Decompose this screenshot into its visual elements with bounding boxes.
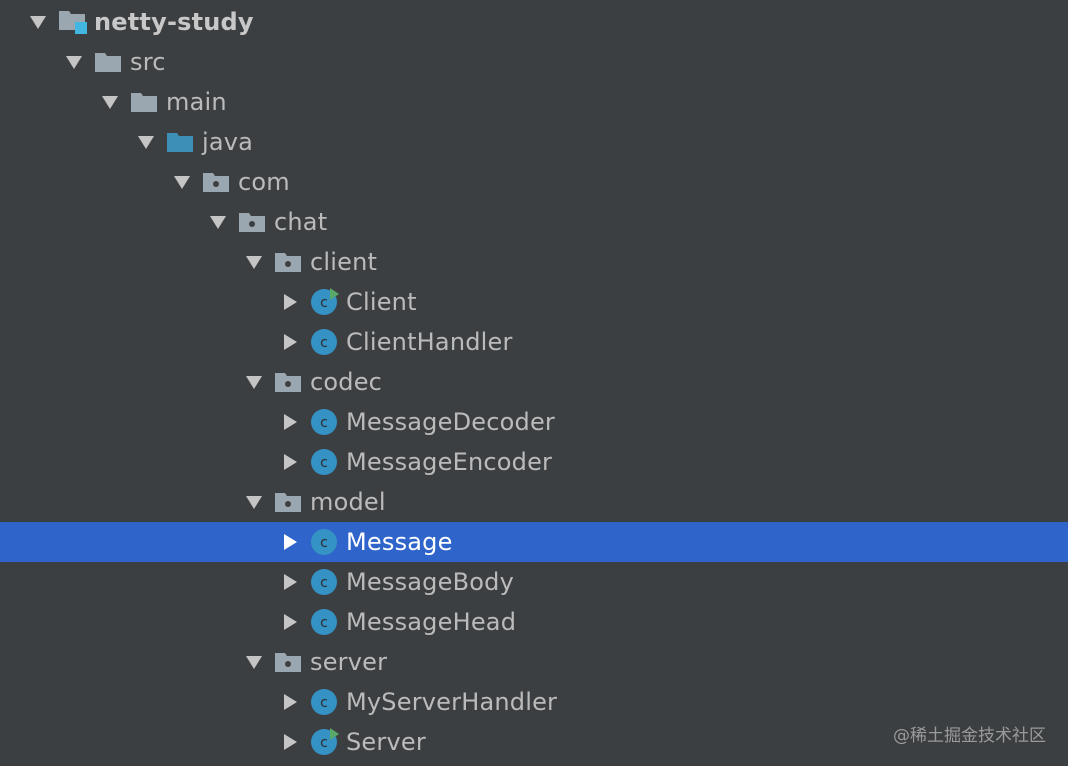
module-folder-icon bbox=[58, 7, 88, 37]
class-icon: c bbox=[310, 567, 340, 597]
svg-text:c: c bbox=[320, 295, 328, 311]
svg-text:c: c bbox=[320, 575, 328, 591]
package-icon bbox=[202, 167, 232, 197]
svg-text:c: c bbox=[320, 735, 328, 751]
package-icon bbox=[238, 207, 268, 237]
tree-row-client[interactable]: c Client bbox=[0, 282, 1068, 322]
class-icon: c bbox=[310, 447, 340, 477]
tree-row-chat[interactable]: chat bbox=[0, 202, 1068, 242]
class-icon: c bbox=[310, 687, 340, 717]
tree-row-myserverhandler[interactable]: c MyServerHandler bbox=[0, 682, 1068, 722]
expand-arrow-right-icon[interactable] bbox=[280, 532, 300, 552]
tree-row-label: Message bbox=[346, 528, 453, 556]
tree-row-java[interactable]: java bbox=[0, 122, 1068, 162]
svg-text:c: c bbox=[320, 695, 328, 711]
tree-row-clienthandler[interactable]: c ClientHandler bbox=[0, 322, 1068, 362]
tree-row-message[interactable]: c Message bbox=[0, 522, 1068, 562]
expand-arrow-right-icon[interactable] bbox=[280, 452, 300, 472]
expand-arrow-right-icon[interactable] bbox=[280, 732, 300, 752]
expand-arrow-down-icon[interactable] bbox=[244, 252, 264, 272]
package-icon bbox=[274, 367, 304, 397]
tree-row-label: main bbox=[166, 88, 227, 116]
svg-text:c: c bbox=[320, 415, 328, 431]
expand-arrow-down-icon[interactable] bbox=[244, 492, 264, 512]
runnable-class-icon: c bbox=[310, 727, 340, 757]
tree-row-src[interactable]: src bbox=[0, 42, 1068, 82]
expand-arrow-down-icon[interactable] bbox=[100, 92, 120, 112]
tree-row-netty-study[interactable]: netty-study bbox=[0, 2, 1068, 42]
tree-row-messagebody[interactable]: c MessageBody bbox=[0, 562, 1068, 602]
svg-text:c: c bbox=[320, 335, 328, 351]
class-icon: c bbox=[310, 327, 340, 357]
tree-row-main[interactable]: main bbox=[0, 82, 1068, 122]
package-icon bbox=[274, 647, 304, 677]
tree-row-label: MessageDecoder bbox=[346, 408, 555, 436]
tree-row-messagehead[interactable]: c MessageHead bbox=[0, 602, 1068, 642]
expand-arrow-down-icon[interactable] bbox=[28, 12, 48, 32]
runnable-class-icon: c bbox=[310, 287, 340, 317]
tree-row-label: MyServerHandler bbox=[346, 688, 558, 716]
class-icon: c bbox=[310, 407, 340, 437]
class-icon: c bbox=[310, 607, 340, 637]
source-root-folder-icon bbox=[166, 127, 196, 157]
expand-arrow-right-icon[interactable] bbox=[280, 572, 300, 592]
expand-arrow-down-icon[interactable] bbox=[208, 212, 228, 232]
tree-row-label: MessageEncoder bbox=[346, 448, 553, 476]
expand-arrow-right-icon[interactable] bbox=[280, 292, 300, 312]
tree-row-label: ClientHandler bbox=[346, 328, 513, 356]
class-icon: c bbox=[310, 527, 340, 557]
folder-icon bbox=[130, 87, 160, 117]
expand-arrow-down-icon[interactable] bbox=[172, 172, 192, 192]
folder-icon bbox=[94, 47, 124, 77]
expand-arrow-down-icon[interactable] bbox=[136, 132, 156, 152]
tree-row-label: com bbox=[238, 168, 290, 196]
expand-arrow-down-icon[interactable] bbox=[64, 52, 84, 72]
tree-row-com[interactable]: com bbox=[0, 162, 1068, 202]
package-icon bbox=[274, 247, 304, 277]
tree-row-server[interactable]: server bbox=[0, 642, 1068, 682]
tree-row-label: chat bbox=[274, 208, 328, 236]
tree-row-label: Server bbox=[346, 728, 426, 756]
tree-row-messagedecoder[interactable]: c MessageDecoder bbox=[0, 402, 1068, 442]
svg-text:c: c bbox=[320, 455, 328, 471]
package-icon bbox=[274, 487, 304, 517]
expand-arrow-down-icon[interactable] bbox=[244, 372, 264, 392]
tree-row-label: Client bbox=[346, 288, 417, 316]
svg-text:c: c bbox=[320, 535, 328, 551]
tree-row-label: client bbox=[310, 248, 378, 276]
expand-arrow-down-icon[interactable] bbox=[244, 652, 264, 672]
tree-row-codec[interactable]: codec bbox=[0, 362, 1068, 402]
watermark: @稀土掘金技术社区 bbox=[893, 726, 1046, 746]
tree-row-messageencoder[interactable]: c MessageEncoder bbox=[0, 442, 1068, 482]
tree-row-label: netty-study bbox=[94, 8, 254, 36]
tree-row-label: server bbox=[310, 648, 388, 676]
tree-row-client[interactable]: client bbox=[0, 242, 1068, 282]
expand-arrow-right-icon[interactable] bbox=[280, 612, 300, 632]
tree-row-label: codec bbox=[310, 368, 383, 396]
expand-arrow-right-icon[interactable] bbox=[280, 412, 300, 432]
tree-row-label: model bbox=[310, 488, 386, 516]
svg-text:c: c bbox=[320, 615, 328, 631]
tree-row-label: MessageHead bbox=[346, 608, 517, 636]
tree-row-label: MessageBody bbox=[346, 568, 514, 596]
tree-row-model[interactable]: model bbox=[0, 482, 1068, 522]
tree-row-server[interactable]: c Server bbox=[0, 722, 1068, 762]
expand-arrow-right-icon[interactable] bbox=[280, 332, 300, 352]
tree-row-label: src bbox=[130, 48, 166, 76]
tree-row-label: java bbox=[202, 128, 254, 156]
expand-arrow-right-icon[interactable] bbox=[280, 692, 300, 712]
